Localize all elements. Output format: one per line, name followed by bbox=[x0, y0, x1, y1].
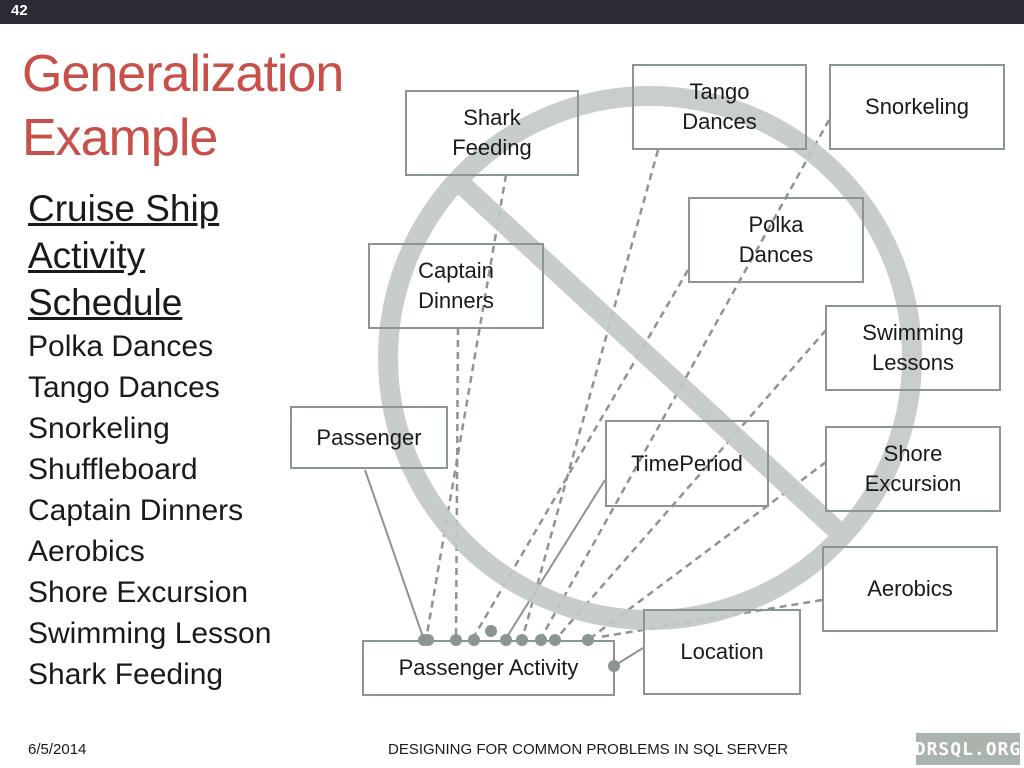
list-item: Captain Dinners bbox=[28, 494, 244, 527]
list-item: Shark Feeding bbox=[28, 658, 224, 691]
entity-location: Location bbox=[643, 609, 801, 695]
list-item: Aerobics bbox=[28, 535, 145, 568]
entity-passenger-activity: Passenger Activity bbox=[362, 640, 615, 696]
list-heading-line-3: Schedule bbox=[28, 282, 183, 323]
list-item: Tango Dances bbox=[28, 371, 220, 404]
list-item: Snorkeling bbox=[28, 412, 170, 445]
entity-shore-excursion: Shore Excursion bbox=[825, 426, 1001, 512]
list-item: Shore Excursion bbox=[28, 576, 249, 609]
connector-captain-dinners bbox=[454, 327, 460, 641]
list-item: Polka Dances bbox=[28, 330, 214, 363]
connector-shark-feeding bbox=[424, 174, 508, 641]
footer-date: 6/5/2014 bbox=[28, 741, 87, 758]
activity-list: Cruise Ship Activity Schedule Polka Danc… bbox=[28, 185, 271, 695]
entity-captain-dinners: Captain Dinners bbox=[368, 243, 544, 329]
entity-aerobics: Aerobics bbox=[822, 546, 998, 632]
prohibition-slash bbox=[455, 177, 845, 539]
list-item: Swimming Lesson bbox=[28, 617, 272, 650]
connector-time-period bbox=[504, 479, 606, 641]
drsql-logo: DRSQL.ORG bbox=[915, 733, 1020, 765]
top-bar: 42 bbox=[0, 0, 1024, 24]
entity-snorkeling: Snorkeling bbox=[829, 64, 1005, 150]
entity-time-period: TimePeriod bbox=[605, 420, 769, 507]
footer-title: DESIGNING FOR COMMON PROBLEMS IN SQL SER… bbox=[388, 741, 789, 758]
connector-swimming-lessons bbox=[554, 329, 827, 641]
entity-tango-dances: Tango Dances bbox=[632, 64, 807, 150]
connector-snorkeling bbox=[538, 119, 831, 641]
list-item: Shuffleboard bbox=[28, 453, 198, 486]
prohibition-circle bbox=[378, 86, 922, 630]
connector-tango-dances bbox=[520, 149, 660, 641]
prohibition-sign bbox=[378, 86, 922, 630]
list-heading-line-1: Cruise Ship bbox=[28, 188, 220, 229]
entity-polka-dances: Polka Dances bbox=[688, 197, 864, 283]
slide-title: Generalization Example bbox=[22, 42, 344, 170]
slide-title-line-2: Example bbox=[22, 109, 218, 167]
dashed-connectors bbox=[424, 119, 831, 642]
endpoint-dot bbox=[485, 625, 497, 637]
entity-passenger: Passenger bbox=[290, 406, 448, 469]
entity-swimming-lessons: Swimming Lessons bbox=[825, 305, 1001, 391]
slide-number: 42 bbox=[11, 2, 28, 19]
list-heading-line-2: Activity bbox=[28, 235, 146, 276]
entity-shark-feeding: Shark Feeding bbox=[405, 90, 579, 176]
slide-title-line-1: Generalization bbox=[22, 45, 344, 103]
connector-passenger bbox=[364, 469, 425, 641]
